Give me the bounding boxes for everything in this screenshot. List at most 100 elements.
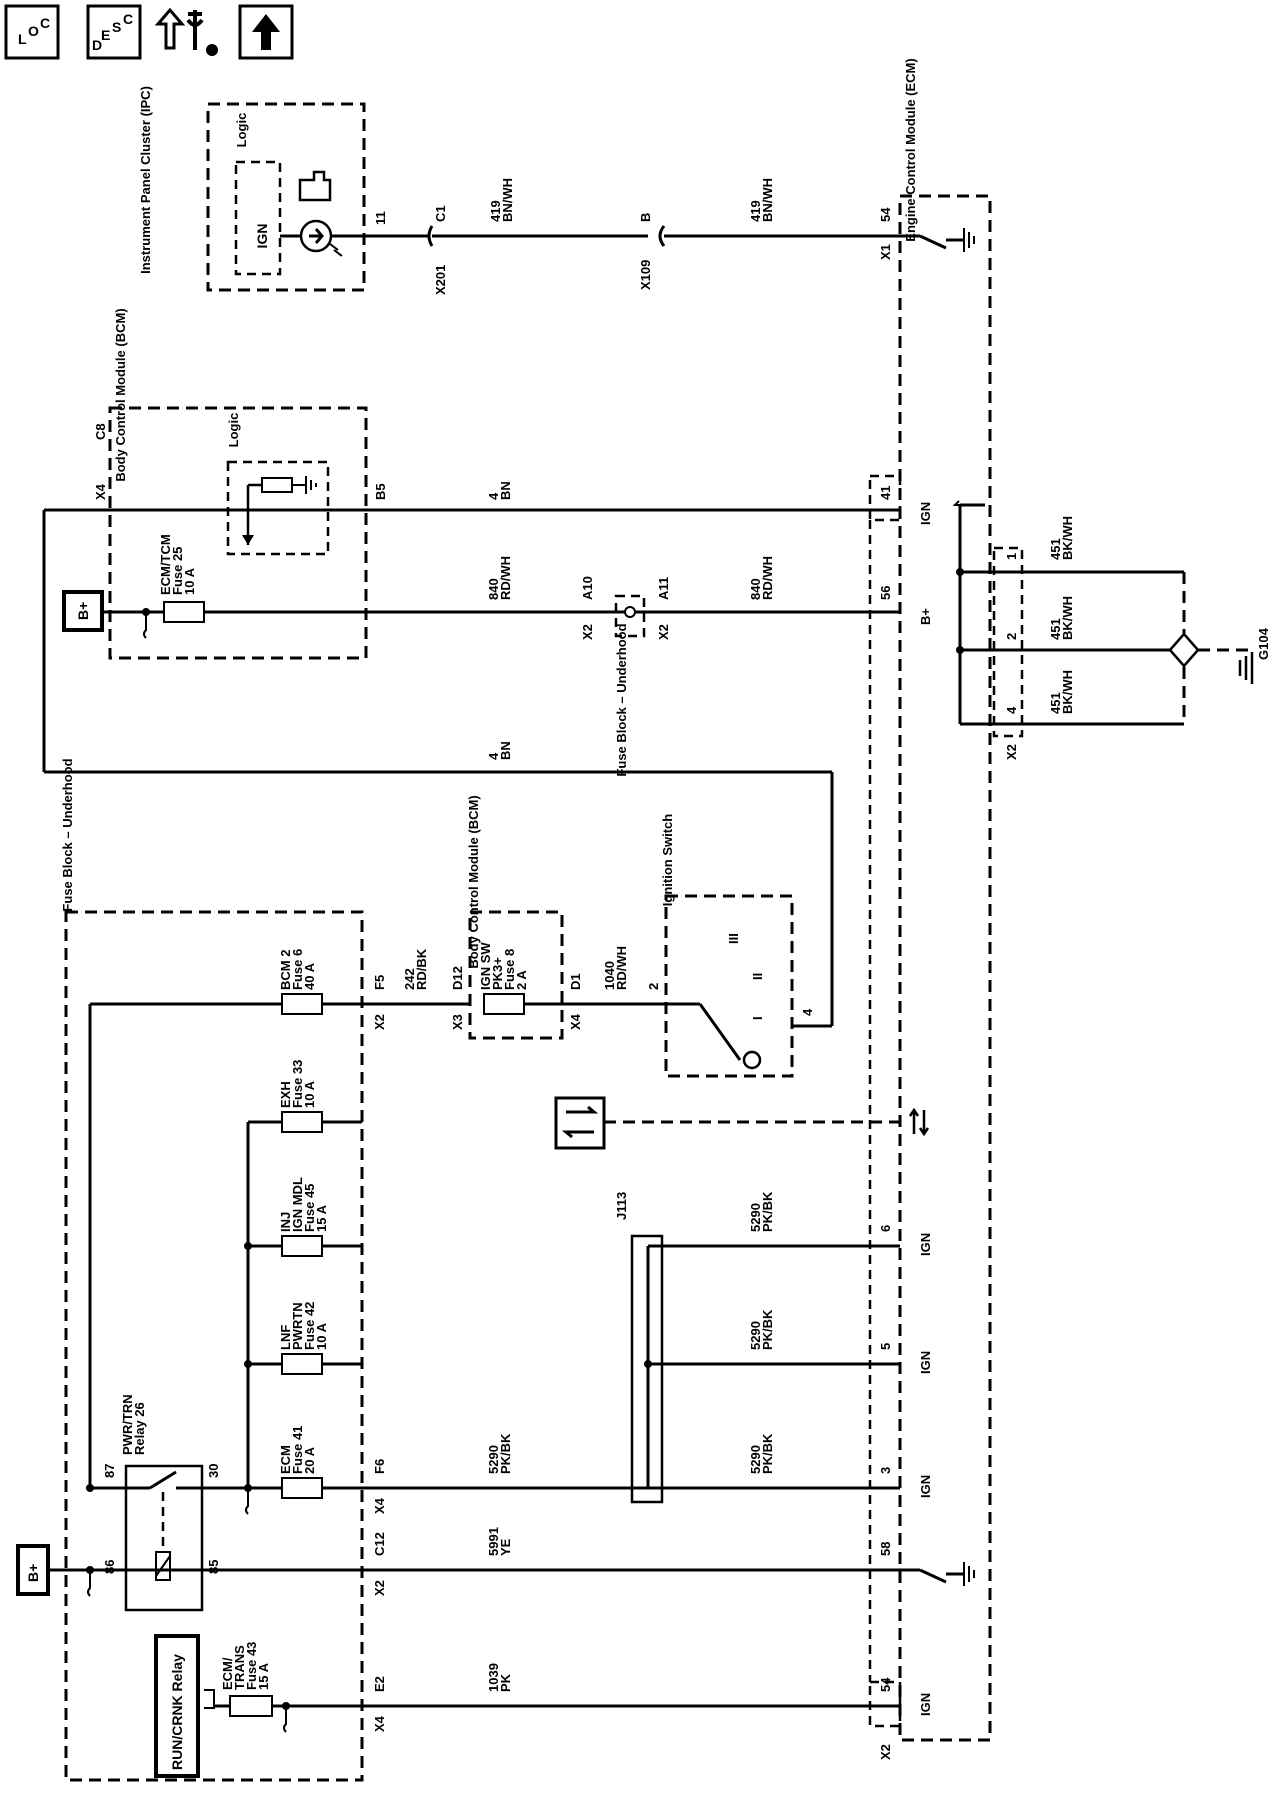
svg-text:B5: B5 [373,483,388,500]
up-arrow-button[interactable] [238,4,294,60]
svg-text:X2: X2 [878,1744,893,1760]
run-crnk-relay-box [154,1634,200,1778]
fuse-block-top-label: Fuse Block – Underhood [614,623,629,776]
serial-data-icon [561,1105,599,1139]
svg-text:5290: 5290 [748,1203,763,1232]
svg-text:5290: 5290 [748,1445,763,1474]
svg-text:1039: 1039 [486,1663,501,1692]
svg-text:X4: X4 [372,1715,387,1732]
svg-text:ECM: ECM [278,1445,293,1474]
svg-text:D1: D1 [568,973,583,990]
wrench-icon[interactable] [154,7,218,56]
svg-text:Logic: Logic [234,113,249,148]
ecm-module-box [898,194,992,1742]
fuse-block-left-box [64,910,364,1782]
svg-text:G104: G104 [1256,627,1271,660]
svg-text:840: 840 [486,578,501,600]
svg-text:A10: A10 [580,576,595,600]
loc-label: L [18,31,27,47]
svg-text:40 A: 40 A [302,962,317,990]
svg-text:IGN: IGN [918,502,933,525]
svg-text:3: 3 [878,1467,893,1474]
svg-text:5290: 5290 [748,1321,763,1350]
svg-text:C8: C8 [93,423,108,440]
svg-text:5: 5 [878,1343,893,1350]
svg-text:ECM/: ECM/ [220,1657,235,1690]
svg-text:4: 4 [800,1008,815,1016]
svg-text:A11: A11 [656,577,671,600]
svg-text:RUN/CRNK Relay: RUN/CRNK Relay [169,1654,185,1770]
svg-text:D12: D12 [450,966,465,990]
svg-text:C: C [123,11,133,27]
svg-text:PK/BK: PK/BK [760,1433,775,1474]
svg-text:PK/BK: PK/BK [760,1191,775,1232]
svg-text:X2: X2 [372,1580,387,1596]
svg-text:PK/BK: PK/BK [498,1433,513,1474]
serial-data-arrows [908,1107,930,1137]
svg-text:Fuse 42: Fuse 42 [302,1302,317,1350]
svg-text:IGN MDL: IGN MDL [290,1177,305,1232]
svg-text:419: 419 [488,200,503,222]
ecm-label: Engine Control Module (ECM) [903,58,918,241]
svg-text:TRANS: TRANS [232,1645,247,1690]
svg-text:54: 54 [878,207,893,222]
svg-text:X2: X2 [580,624,595,640]
svg-text:F5: F5 [372,975,387,990]
loc-button[interactable]: L O C [4,4,60,60]
svg-text:X4: X4 [372,1497,387,1514]
svg-text:X2: X2 [656,624,671,640]
svg-text:J113: J113 [614,1192,629,1220]
ipc-logic-box [234,160,282,276]
fuse-43 [229,1695,273,1717]
svg-text:X4: X4 [93,483,108,500]
svg-text:5290: 5290 [486,1445,501,1474]
svg-text:BK/WH: BK/WH [1060,670,1075,714]
svg-text:III: III [726,933,741,944]
svg-text:2: 2 [646,983,661,990]
svg-text:Fuse 45: Fuse 45 [302,1184,317,1232]
fuse-6 [281,993,323,1015]
svg-text:30: 30 [206,1464,221,1478]
svg-text:RD/BK: RD/BK [414,948,429,990]
svg-text:IGN SW: IGN SW [478,942,493,990]
fuse-8 [483,993,525,1015]
svg-text:BN: BN [498,741,513,760]
svg-text:E: E [101,27,110,43]
svg-text:F6: F6 [372,1459,387,1474]
svg-text:X201: X201 [433,265,448,295]
svg-text:20 A: 20 A [302,1446,317,1474]
svg-text:Relay 26: Relay 26 [132,1402,147,1455]
svg-text:1: 1 [1004,553,1019,560]
svg-text:Fuse 25: Fuse 25 [170,547,185,595]
svg-text:10 A: 10 A [182,567,197,595]
svg-text:Logic: Logic [226,413,241,448]
serial-data-box[interactable] [554,1096,606,1150]
svg-text:41: 41 [878,486,893,500]
svg-text:86: 86 [102,1560,117,1574]
desc-button[interactable]: D E S C [86,4,142,60]
fuse-block-left-label: Fuse Block – Underhood [60,758,75,911]
svg-text:YE: YE [498,1538,513,1556]
connector-x201 [427,225,434,247]
svg-text:LNF: LNF [278,1325,293,1350]
svg-text:X4: X4 [568,1013,583,1030]
svg-text:5991: 5991 [486,1527,501,1556]
bcm-logic-box [226,460,330,556]
svg-text:PK: PK [498,1673,513,1692]
svg-text:54: 54 [878,1677,893,1692]
svg-text:2: 2 [1004,633,1019,640]
ignition-switch-box [664,894,794,1078]
svg-text:C: C [40,15,50,31]
svg-text:Fuse 8: Fuse 8 [502,949,517,990]
svg-text:10 A: 10 A [302,1080,317,1108]
svg-text:B+: B+ [918,608,933,625]
svg-text:Fuse 41: Fuse 41 [290,1426,305,1474]
svg-text:PWRTN: PWRTN [290,1302,305,1350]
engine-icon [298,170,332,202]
svg-text:11: 11 [373,211,388,225]
fuse-33 [281,1111,323,1133]
svg-text:IGN: IGN [254,224,270,249]
ignition-switch-contact[interactable] [698,1003,742,1061]
relay-26 [124,1464,204,1612]
